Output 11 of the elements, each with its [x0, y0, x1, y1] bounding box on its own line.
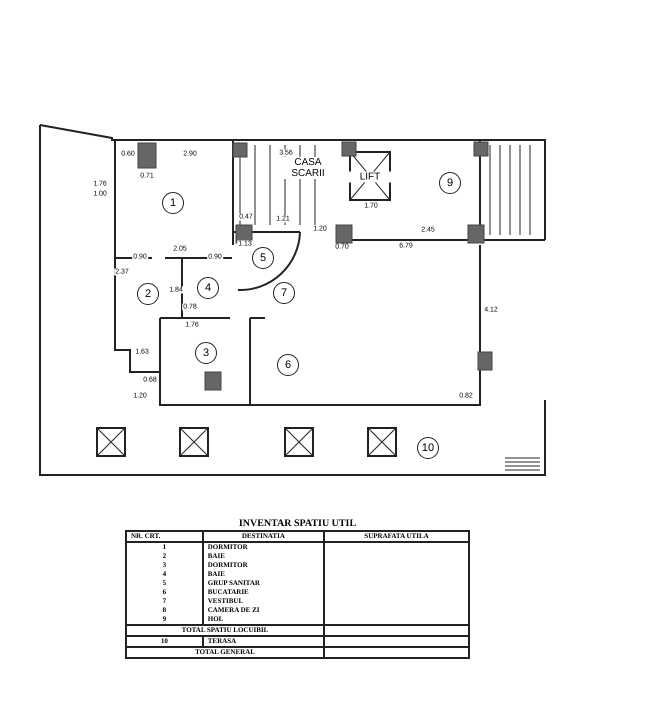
room-number: 3 [195, 342, 217, 364]
room-label: LIFT [346, 172, 394, 182]
room-number: 2 [137, 283, 159, 305]
room-number: 6 [277, 354, 299, 376]
table-title: INVENTAR SPATIU UTIL [238, 518, 358, 529]
room-number: 10 [417, 437, 439, 459]
room-number: 4 [197, 277, 219, 299]
room-number: 9 [439, 172, 461, 194]
room-number: 7 [273, 282, 295, 304]
room-number: 1 [162, 192, 184, 214]
room-number: 5 [252, 247, 274, 269]
